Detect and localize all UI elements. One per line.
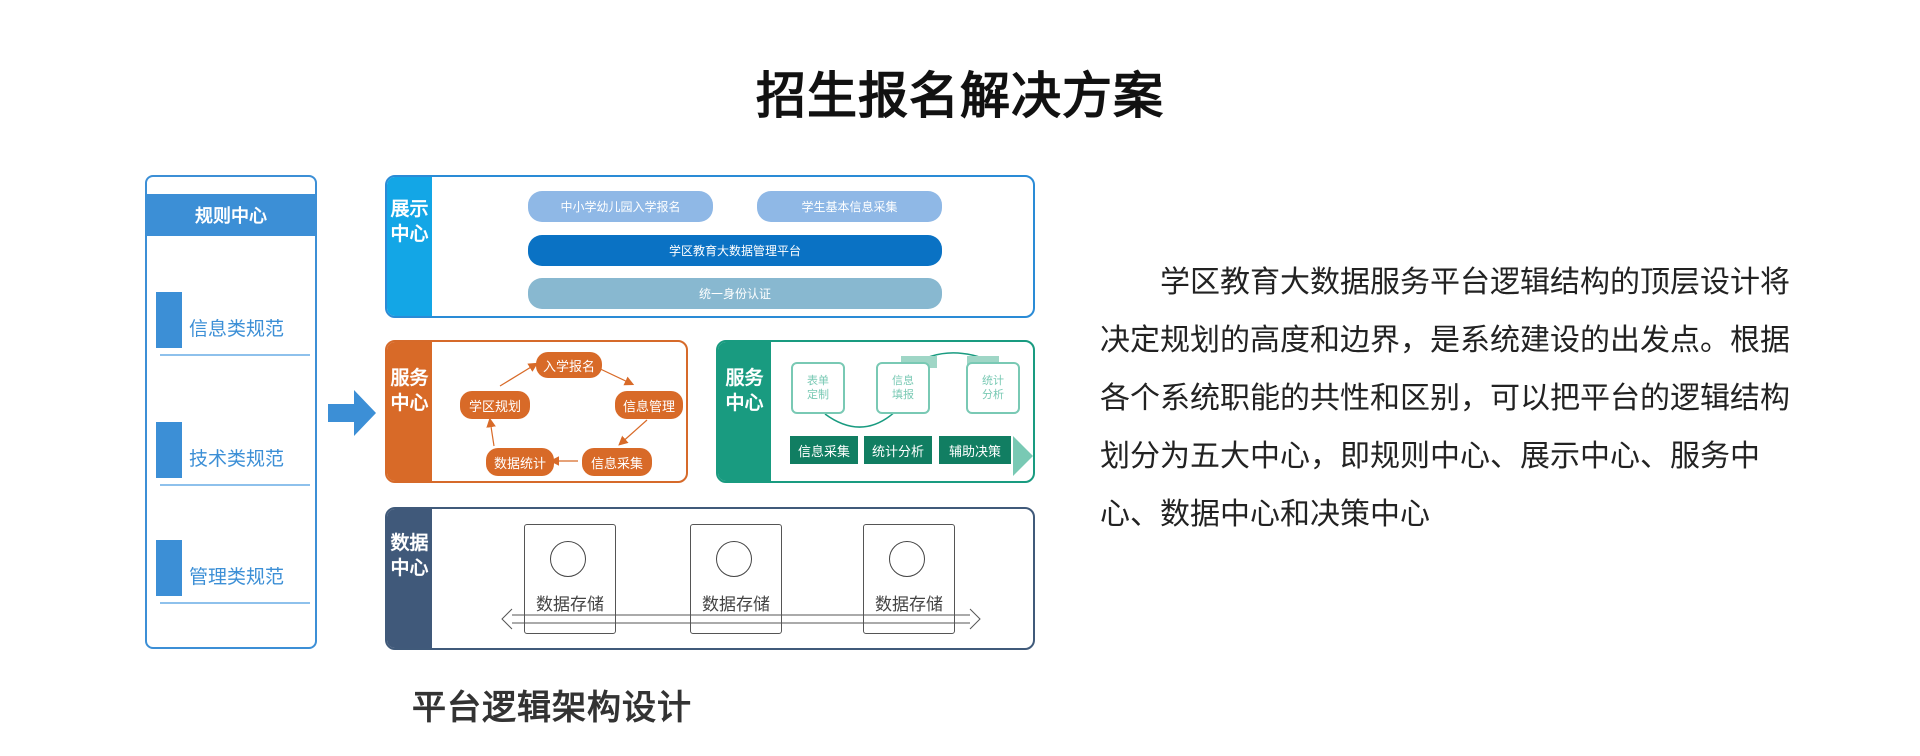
- pill-enrollment: 中小学幼儿园入学报名: [528, 191, 713, 222]
- data-storage-node: [690, 524, 782, 634]
- data-center-sidebar: 数据中心: [387, 509, 432, 648]
- data-storage-node: [863, 524, 955, 634]
- data-bus-arrow-icon: [501, 608, 981, 630]
- storage-circle-icon: [550, 541, 586, 577]
- rule-center-panel: [145, 175, 317, 649]
- flow-step-decision-support: 辅助决策: [939, 436, 1011, 464]
- flow-step-analysis: 统计分析: [864, 436, 932, 464]
- rule-item-underline: [160, 354, 310, 356]
- rule-item-marker: [156, 422, 182, 478]
- diagram-caption: 平台逻辑架构设计: [412, 688, 692, 728]
- service-center-cycle-label: 服务中心: [390, 367, 429, 414]
- page-title: 招生报名解决方案: [756, 67, 1164, 125]
- service-center-cycle-panel: [385, 340, 688, 483]
- service-center-flow-sidebar: 服务中心: [718, 342, 771, 481]
- rule-item-management: 管理类规范: [189, 566, 285, 588]
- cycle-node-enrollment: 入学报名: [536, 352, 602, 378]
- storage-circle-icon: [889, 541, 925, 577]
- description-paragraph: 学区教育大数据服务平台逻辑结构的顶层设计将决定规划的高度和边界，是系统建设的出发…: [1100, 265, 1790, 532]
- pill-identity-auth: 统一身份认证: [528, 278, 942, 309]
- flow-arrow-icon: [328, 390, 376, 436]
- rule-item-underline: [160, 602, 310, 604]
- cycle-node-district-planning: 学区规划: [460, 391, 530, 419]
- flow-box-statistics: 统计 分析: [966, 362, 1020, 414]
- data-storage-label: 数据存储: [702, 595, 770, 615]
- data-center-panel: [385, 507, 1035, 650]
- display-center-panel: [385, 175, 1035, 318]
- flow-step-collection: 信息采集: [790, 436, 858, 464]
- flow-box-info-fill: 信息 填报: [876, 362, 930, 414]
- rule-center-header: 规则中心: [147, 194, 315, 236]
- data-storage-node: [524, 524, 616, 634]
- flow-box-form-custom: 表单 定制: [791, 362, 845, 414]
- pill-bigdata-platform: 学区教育大数据管理平台: [528, 235, 942, 266]
- display-center-label: 展示中心: [390, 198, 429, 245]
- data-storage-label: 数据存储: [875, 595, 943, 615]
- cycle-node-data-statistics: 数据统计: [486, 448, 554, 476]
- cycle-node-info-management: 信息管理: [615, 391, 683, 419]
- service-center-flow-panel: [716, 340, 1035, 483]
- service-center-flow-label: 服务中心: [725, 367, 764, 414]
- data-storage-label: 数据存储: [536, 595, 604, 615]
- storage-circle-icon: [716, 541, 752, 577]
- rule-item-tech: 技术类规范: [189, 448, 285, 470]
- display-center-sidebar: 展示中心: [387, 177, 432, 316]
- data-center-label: 数据中心: [390, 532, 429, 579]
- rule-item-marker: [156, 292, 182, 348]
- rule-item-info: 信息类规范: [189, 318, 285, 340]
- service-center-cycle-sidebar: 服务中心: [387, 342, 432, 481]
- pill-student-info: 学生基本信息采集: [757, 191, 942, 222]
- rule-item-marker: [156, 540, 182, 596]
- rule-item-underline: [160, 484, 310, 486]
- cycle-node-info-collection: 信息采集: [582, 448, 652, 476]
